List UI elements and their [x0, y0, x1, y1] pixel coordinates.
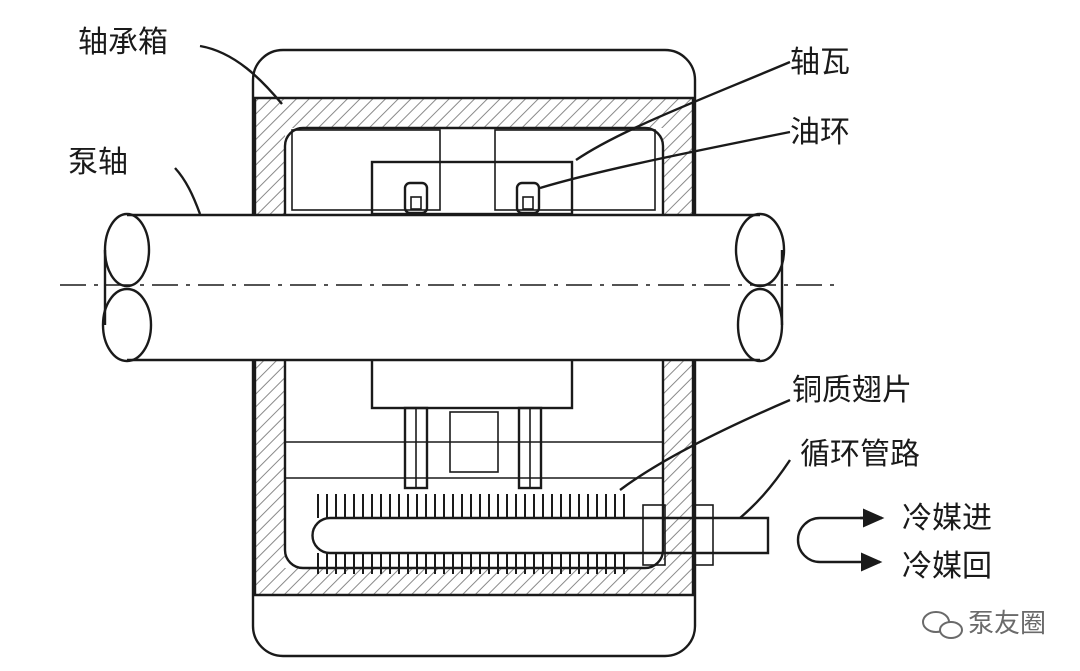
- label-coolant-return: 冷媒回: [902, 549, 992, 584]
- label-oil-ring: 油环: [790, 115, 850, 150]
- label-bearing-bush: 轴瓦: [790, 45, 850, 80]
- label-bearing-box: 轴承箱: [78, 25, 168, 60]
- label-coolant-in: 冷媒进: [902, 501, 992, 536]
- pump-shaft: [60, 212, 840, 363]
- circulation-pipe: [311, 504, 770, 566]
- label-circulation-pipe: 循环管路: [800, 437, 920, 472]
- watermark-text: 泵友圈: [968, 609, 1046, 639]
- coolant-flow-arrow: [796, 508, 885, 572]
- label-pump-shaft: 泵轴: [68, 145, 128, 180]
- leader-lines: [174, 44, 791, 519]
- label-copper-fins: 铜质翅片: [792, 373, 912, 408]
- watermark: 泵友圈: [922, 609, 1046, 639]
- oil-ring: [403, 181, 543, 490]
- chat-bubbles-icon: [922, 611, 963, 639]
- copper-fins: [317, 494, 625, 574]
